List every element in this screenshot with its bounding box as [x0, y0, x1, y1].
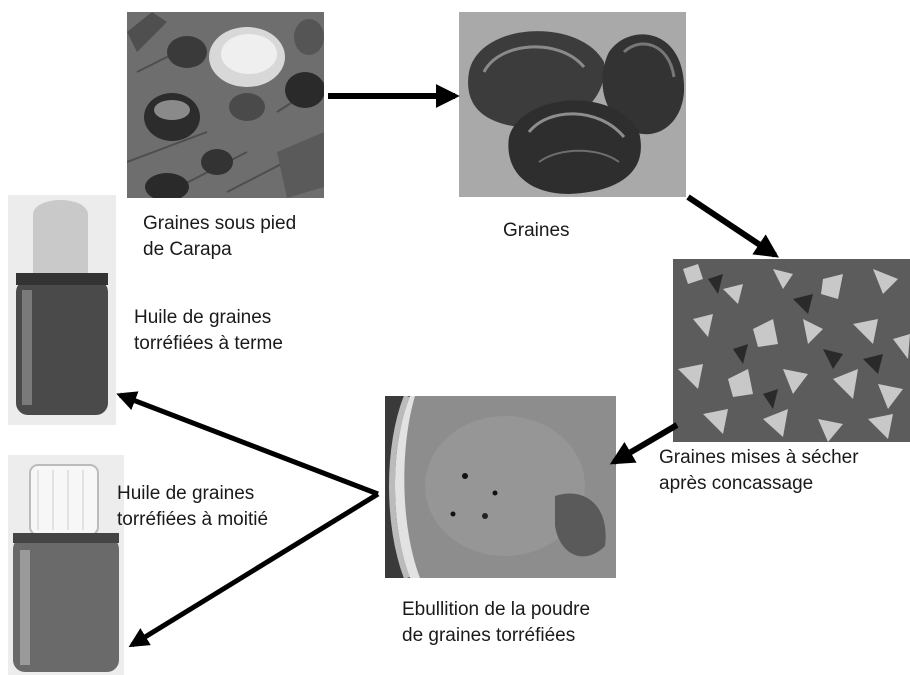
- label-line: Huile de graines: [134, 307, 272, 328]
- label-line: Graines sous pied: [143, 213, 297, 234]
- label-line: de Carapa: [143, 239, 232, 260]
- label-drying: Graines mises à sécher après concassage: [659, 445, 859, 497]
- label-line: de graines torréfiées: [402, 625, 576, 646]
- photo-seeds: [459, 12, 686, 197]
- label-boiling: Ebullition de la poudre de graines torré…: [402, 597, 590, 649]
- photo-oil-full: [8, 195, 116, 425]
- arrow-to-drying: [686, 194, 779, 258]
- label-line: Ebullition de la poudre: [402, 599, 591, 620]
- label-seeds-under-tree: Graines sous pied de Carapa: [143, 211, 296, 263]
- arrow-to-oil-full: [116, 391, 379, 497]
- label-seeds: Graines: [503, 218, 570, 244]
- photo-seeds-under-tree: [127, 12, 324, 198]
- photo-drying-seeds: [673, 259, 910, 442]
- label-line: Graines mises à sécher: [659, 447, 859, 468]
- arrow-to-boiling: [609, 422, 679, 465]
- label-line: torréfiées à moitié: [117, 509, 269, 530]
- photo-oil-half: [8, 455, 124, 675]
- label-line: torréfiées à terme: [134, 333, 283, 354]
- arrow-to-oil-half: [128, 491, 380, 648]
- label-oil-full: Huile de graines torréfiées à terme: [134, 305, 283, 357]
- label-line: Graines: [503, 220, 570, 241]
- label-oil-half: Huile de graines torréfiées à moitié: [117, 481, 268, 533]
- label-line: après concassage: [659, 473, 814, 494]
- label-line: Huile de graines: [117, 483, 255, 504]
- photo-boiling-powder: [385, 396, 616, 578]
